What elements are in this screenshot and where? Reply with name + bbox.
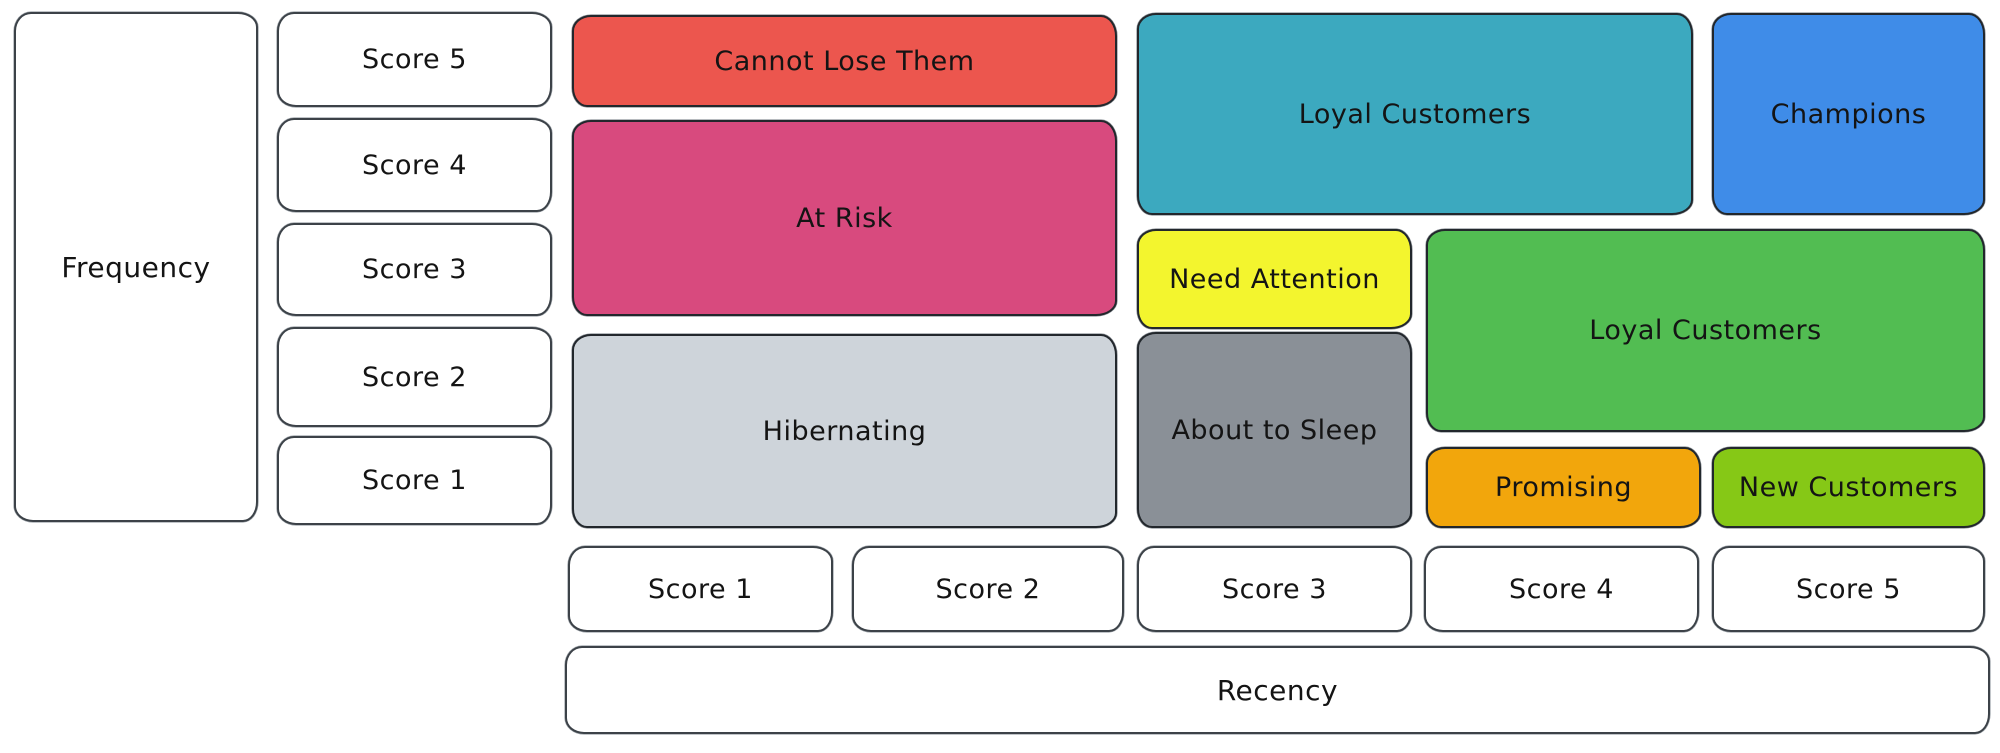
- segment-new-customers-label: New Customers: [1738, 472, 1959, 503]
- frequency-score-1-box: Score 1: [277, 436, 552, 525]
- segment-loyal-customers-teal: Loyal Customers: [1137, 13, 1693, 215]
- recency-axis-label-box: Recency: [565, 646, 1990, 734]
- segment-cannot-lose-them: Cannot Lose Them: [572, 15, 1117, 107]
- recency-score-5-label: Score 5: [1796, 573, 1901, 605]
- recency-score-2-label: Score 2: [935, 573, 1041, 605]
- recency-score-2-box: Score 2: [852, 546, 1124, 632]
- recency-score-1-box: Score 1: [568, 546, 833, 632]
- segment-at-risk-label: At Risk: [796, 202, 893, 234]
- frequency-score-2-box: Score 2: [277, 327, 552, 427]
- recency-score-4-label: Score 4: [1509, 573, 1614, 605]
- frequency-score-1-label: Score 1: [362, 465, 467, 496]
- frequency-score-3-box: Score 3: [277, 223, 552, 316]
- segment-loyal-customers-green: Loyal Customers: [1426, 229, 1985, 432]
- segment-need-attention: Need Attention: [1137, 229, 1412, 329]
- frequency-score-4-label: Score 4: [362, 149, 467, 181]
- segment-cannot-lose-them-label: Cannot Lose Them: [714, 45, 975, 77]
- recency-axis-label: Recency: [1216, 673, 1339, 707]
- segment-at-risk: At Risk: [572, 120, 1117, 316]
- frequency-score-5-label: Score 5: [362, 44, 467, 75]
- segment-about-to-sleep: About to Sleep: [1137, 332, 1412, 528]
- frequency-axis-label: Frequency: [61, 250, 211, 284]
- segment-loyal-customers-teal-label: Loyal Customers: [1298, 98, 1532, 130]
- recency-score-4-box: Score 4: [1424, 546, 1699, 632]
- segment-about-to-sleep-label: About to Sleep: [1171, 414, 1378, 446]
- frequency-axis-label-box: Frequency: [14, 12, 258, 522]
- segment-promising-label: Promising: [1495, 472, 1632, 503]
- frequency-score-3-label: Score 3: [362, 254, 467, 285]
- frequency-score-5-box: Score 5: [277, 12, 552, 107]
- segment-need-attention-label: Need Attention: [1169, 263, 1380, 295]
- segment-hibernating-label: Hibernating: [762, 415, 927, 447]
- recency-score-5-box: Score 5: [1712, 546, 1985, 632]
- frequency-score-4-box: Score 4: [277, 118, 552, 212]
- segment-new-customers: New Customers: [1712, 447, 1985, 528]
- segment-promising: Promising: [1426, 447, 1701, 528]
- segment-hibernating: Hibernating: [572, 334, 1117, 528]
- recency-score-3-label: Score 3: [1222, 573, 1327, 605]
- segment-champions-label: Champions: [1770, 98, 1927, 130]
- recency-score-3-box: Score 3: [1137, 546, 1412, 632]
- frequency-score-2-label: Score 2: [362, 361, 467, 393]
- segment-champions: Champions: [1712, 13, 1985, 215]
- segment-loyal-customers-green-label: Loyal Customers: [1589, 315, 1822, 346]
- recency-score-1-label: Score 1: [648, 573, 753, 605]
